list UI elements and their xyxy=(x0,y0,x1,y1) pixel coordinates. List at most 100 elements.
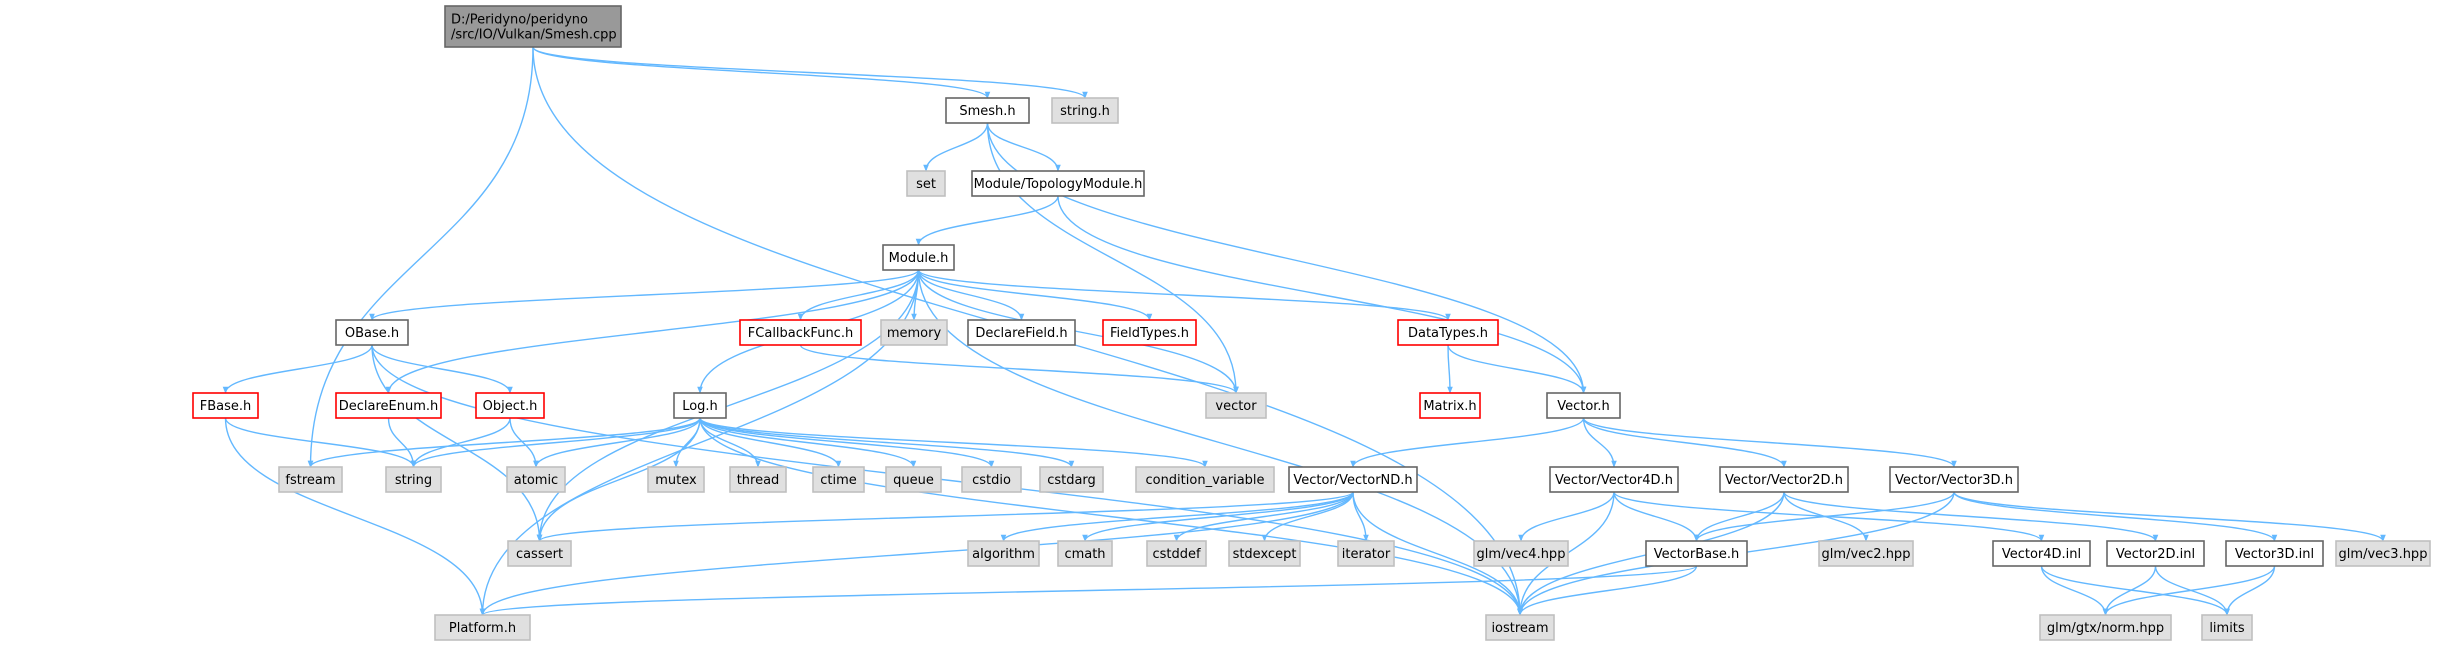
node-box xyxy=(882,244,955,271)
node-label: cmath xyxy=(1064,547,1105,562)
edge-vecbase-to-iostream xyxy=(1517,565,1698,616)
node-label: Vector4D.inl xyxy=(2002,547,2081,562)
node-box xyxy=(385,466,442,493)
node-vecbase[interactable]: VectorBase.h xyxy=(1645,540,1748,567)
node-box xyxy=(967,540,1040,567)
edge-log-to-atomic xyxy=(533,417,701,468)
node-fieldtypes[interactable]: FieldTypes.h xyxy=(1102,319,1197,346)
edge-vecnd-to-platform xyxy=(479,491,1354,616)
node-box xyxy=(278,466,343,493)
node-box xyxy=(1419,392,1481,419)
edge-vecnd-to-cmath xyxy=(1082,491,1354,542)
edge-module-to-cassert xyxy=(536,269,920,542)
node-box xyxy=(945,97,1030,124)
node-box xyxy=(2225,540,2324,567)
node-set: set xyxy=(906,170,946,197)
node-stdexcept: stdexcept xyxy=(1228,540,1301,567)
node-limits: limits xyxy=(2201,614,2253,641)
node-label: cstddef xyxy=(1152,547,1201,562)
node-log[interactable]: Log.h xyxy=(673,392,727,419)
node-vec4d[interactable]: Vector/Vector4D.h xyxy=(1549,466,1679,493)
node-smesh[interactable]: Smesh.h xyxy=(945,97,1030,124)
node-box xyxy=(1205,392,1267,419)
node-vec2inl[interactable]: Vector2D.inl xyxy=(2106,540,2205,567)
node-label: fstream xyxy=(285,473,335,488)
edge-smesh-to-topomod xyxy=(986,122,1061,172)
node-label: Object.h xyxy=(483,399,538,414)
node-box xyxy=(1288,466,1418,493)
edge-vec2d-to-vec2inl xyxy=(1783,491,2159,542)
node-label: string xyxy=(395,473,432,488)
edge-log-to-cassert xyxy=(536,417,701,542)
node-fbase[interactable]: FBase.h xyxy=(192,392,259,419)
node-cstddef: cstddef xyxy=(1146,540,1207,567)
node-box xyxy=(647,466,705,493)
node-box xyxy=(961,466,1022,493)
node-topomod[interactable]: Module/TopologyModule.h xyxy=(971,170,1145,197)
edge-vec3d-to-vecbase xyxy=(1693,491,1955,542)
node-box xyxy=(2106,540,2205,567)
edge-log-to-cstdarg xyxy=(699,417,1075,468)
node-label: glm/vec3.hpp xyxy=(2339,547,2428,562)
edge-datatypes-to-matrix xyxy=(1447,344,1453,394)
node-iterator: iterator xyxy=(1337,540,1395,567)
node-label: limits xyxy=(2209,621,2245,636)
node-box xyxy=(507,540,572,567)
edge-obase-to-object xyxy=(371,344,513,394)
node-label: atomic xyxy=(514,473,558,488)
node-label: iostream xyxy=(1491,621,1548,636)
node-box xyxy=(1889,466,2019,493)
node-declareenum[interactable]: DeclareEnum.h xyxy=(335,392,442,419)
node-vecnd[interactable]: Vector/VectorND.h xyxy=(1288,466,1418,493)
edge-datatypes-to-vectorh xyxy=(1447,344,1587,394)
node-queue: queue xyxy=(885,466,942,493)
node-label: thread xyxy=(737,473,780,488)
node-box xyxy=(673,392,727,419)
node-stringh: string.h xyxy=(1051,97,1119,124)
edge-vec4d-to-vecbase xyxy=(1613,491,1700,542)
node-box xyxy=(192,392,259,419)
node-obase[interactable]: OBase.h xyxy=(335,319,409,346)
node-label: Vector3D.inl xyxy=(2235,547,2314,562)
node-label: Vector/Vector2D.h xyxy=(1725,473,1843,488)
node-root[interactable]: D:/Peridyno/peridyno/src/IO/Vulkan/Smesh… xyxy=(444,5,622,48)
node-fcallback[interactable]: FCallbackFunc.h xyxy=(739,319,862,346)
edge-topomod-to-vectorh xyxy=(1057,195,1587,394)
node-box xyxy=(885,466,942,493)
node-vec4inl[interactable]: Vector4D.inl xyxy=(1992,540,2091,567)
node-vec3inl[interactable]: Vector3D.inl xyxy=(2225,540,2324,567)
node-box xyxy=(434,614,531,641)
node-string: string xyxy=(385,466,442,493)
edge-vec2d-to-vecbase xyxy=(1693,491,1785,542)
node-box xyxy=(2039,614,2172,641)
node-cstdio: cstdio xyxy=(961,466,1022,493)
node-vectorh[interactable]: Vector.h xyxy=(1546,392,1621,419)
node-label: string.h xyxy=(1060,104,1110,119)
node-label: DeclareField.h xyxy=(975,326,1067,341)
edge-log-to-queue xyxy=(699,417,917,468)
node-box xyxy=(739,319,862,346)
node-object[interactable]: Object.h xyxy=(475,392,545,419)
node-declarefield[interactable]: DeclareField.h xyxy=(967,319,1076,346)
node-label: glm/gtx/norm.hpp xyxy=(2047,621,2164,636)
node-box xyxy=(444,5,622,48)
node-matrix[interactable]: Matrix.h xyxy=(1419,392,1481,419)
node-module[interactable]: Module.h xyxy=(882,244,955,271)
node-datatypes[interactable]: DataTypes.h xyxy=(1397,319,1499,346)
edge-smesh-to-set xyxy=(923,122,989,172)
node-label: Module.h xyxy=(889,251,949,266)
edge-declareenum-to-string xyxy=(387,417,417,468)
edge-root-to-smesh xyxy=(532,46,991,99)
edge-vectorh-to-vec4d xyxy=(1582,417,1617,468)
node-vec2d[interactable]: Vector/Vector2D.h xyxy=(1719,466,1849,493)
node-box xyxy=(335,319,409,346)
edge-module-to-declarefield xyxy=(917,269,1025,321)
edge-fbase-to-platform xyxy=(224,417,486,616)
node-box xyxy=(1051,97,1119,124)
edge-vec3d-to-vec3inl xyxy=(1953,491,2278,542)
node-vector: vector xyxy=(1205,392,1267,419)
node-cmath: cmath xyxy=(1057,540,1113,567)
node-vec3d[interactable]: Vector/Vector3D.h xyxy=(1889,466,2019,493)
node-label: Platform.h xyxy=(449,621,516,636)
edge-vec4inl-to-glmnorm xyxy=(2040,565,2109,616)
